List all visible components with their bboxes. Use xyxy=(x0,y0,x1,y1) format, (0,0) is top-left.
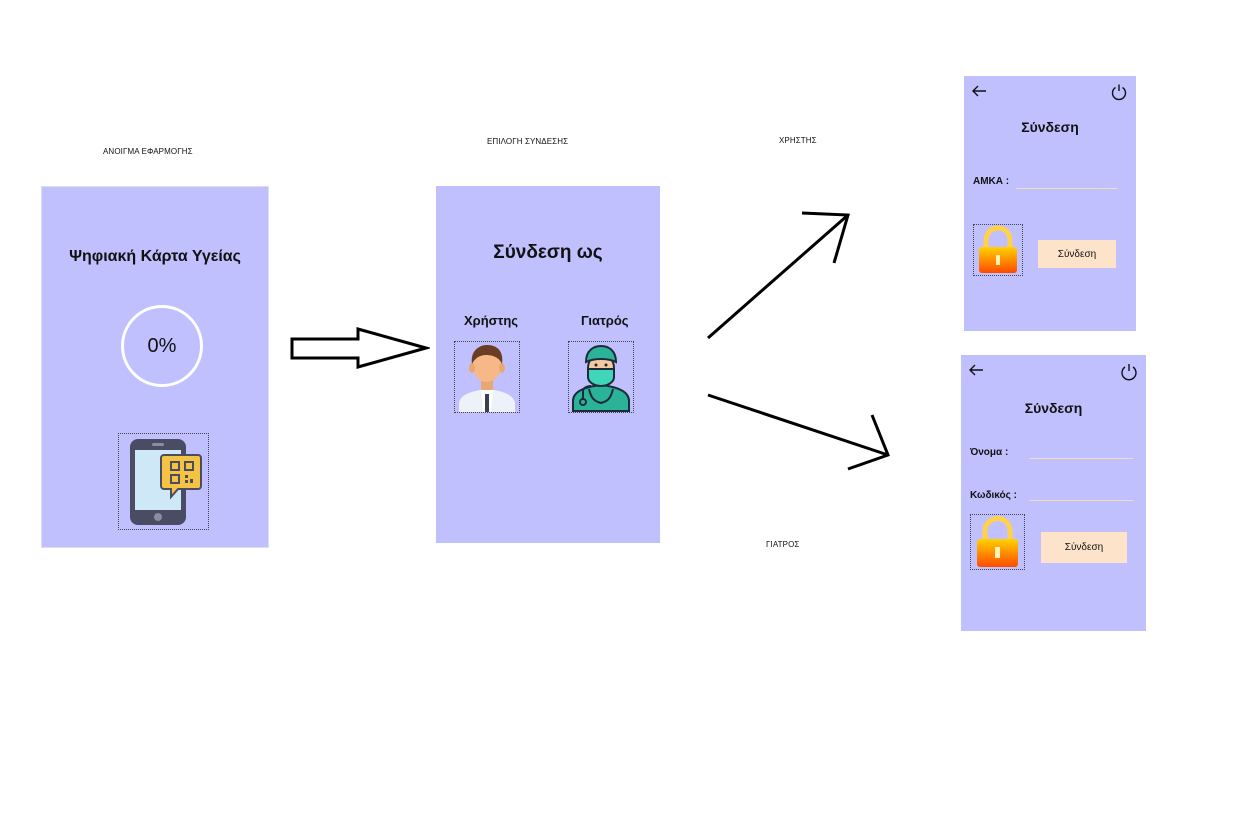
lock-image xyxy=(970,514,1025,570)
doctor-avatar-icon xyxy=(572,344,630,412)
lock-icon xyxy=(979,225,1017,273)
amka-input[interactable] xyxy=(1016,188,1118,189)
progress-text: 0% xyxy=(147,334,177,357)
choice-title: Σύνδεση ως xyxy=(493,242,603,263)
amka-label: ΑΜΚΑ : xyxy=(973,176,1010,187)
power-icon[interactable] xyxy=(1110,83,1128,101)
back-arrow-icon[interactable] xyxy=(967,363,985,377)
lock-image xyxy=(973,224,1023,276)
back-arrow-icon[interactable] xyxy=(970,84,988,98)
caption-open-app: ΑΝΟΙΓΜΑ ΕΦΑΡΜΟΓΗΣ xyxy=(103,147,193,156)
flow-arrow-to-user xyxy=(707,211,850,340)
phone-qr-icon xyxy=(130,439,202,525)
user-login-title: Σύνδεση xyxy=(1021,119,1079,135)
user-option-label: Χρήστης xyxy=(464,313,519,328)
user-option-button[interactable] xyxy=(454,341,520,413)
doctor-option-label: Γιατρός xyxy=(581,313,629,328)
doctor-login-screen: Σύνδεση Όνομα : Κωδικός : Σύνδεση xyxy=(961,355,1146,631)
caption-user: ΧΡΗΣΤΗΣ xyxy=(779,136,817,145)
lock-icon xyxy=(977,516,1018,567)
splash-title: Ψηφιακή Κάρτα Υγείας xyxy=(69,248,241,265)
doctor-option-button[interactable] xyxy=(568,341,634,413)
flow-arrow-to-doctor xyxy=(707,393,890,471)
flow-arrow-right xyxy=(290,327,430,369)
login-choice-screen: Σύνδεση ως Χρήστης Γιατρός xyxy=(436,186,660,543)
name-label: Όνομα : xyxy=(970,447,1009,458)
password-label: Κωδικός : xyxy=(970,490,1017,501)
phone-qr-image xyxy=(118,433,209,530)
progress-ring: 0% xyxy=(121,305,203,387)
splash-screen: Ψηφιακή Κάρτα Υγείας 0% xyxy=(41,186,269,548)
name-input[interactable] xyxy=(1029,458,1133,459)
password-input[interactable] xyxy=(1029,500,1133,501)
user-avatar-icon xyxy=(459,345,515,412)
user-login-button[interactable]: Σύνδεση xyxy=(1038,240,1116,268)
power-icon[interactable] xyxy=(1119,362,1139,382)
caption-login-choice: ΕΠΙΛΟΓΗ ΣΥΝΔΕΣΗΣ xyxy=(487,137,569,146)
doctor-login-title: Σύνδεση xyxy=(1024,400,1083,416)
user-login-screen: Σύνδεση ΑΜΚΑ : Σύνδεση xyxy=(964,76,1136,331)
doctor-login-button[interactable]: Σύνδεση xyxy=(1041,532,1127,563)
caption-doctor: ΓΙΑΤΡΟΣ xyxy=(766,540,800,549)
